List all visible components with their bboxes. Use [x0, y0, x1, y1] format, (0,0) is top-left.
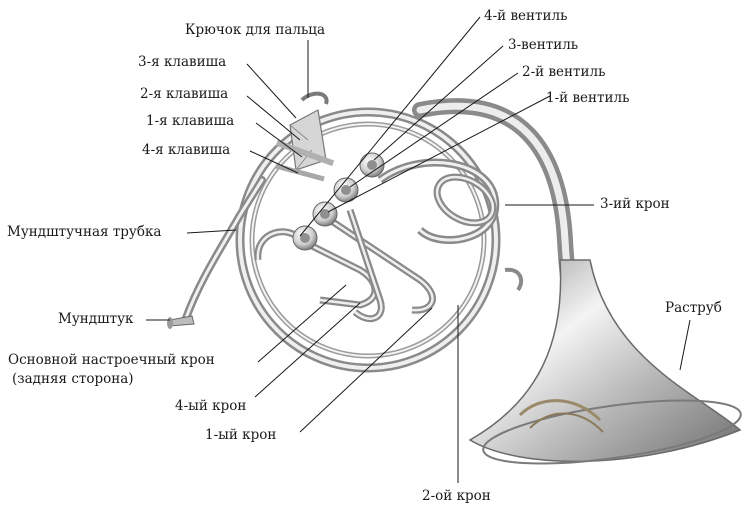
label-valve-3: 3-вентиль	[508, 37, 578, 53]
label-slide-1: 1-ый крон	[205, 427, 276, 443]
finger-hook	[302, 94, 327, 104]
label-valve-1: 1-й вентиль	[546, 90, 629, 106]
label-valve-4: 4-й вентиль	[484, 8, 567, 24]
label-bell: Раструб	[665, 300, 722, 316]
label-key-1: 1-я клавиша	[146, 113, 234, 129]
label-main-slide-line2: (задняя сторона)	[12, 371, 134, 387]
label-mouthpiece: Мундштук	[58, 311, 133, 327]
valve-4	[360, 153, 384, 177]
mouthpiece	[170, 316, 194, 326]
label-valve-2: 2-й вентиль	[522, 64, 605, 80]
label-slide-3: 3-ий крон	[600, 196, 670, 212]
bell-flare	[470, 260, 740, 461]
label-key-4: 4-я клавиша	[142, 142, 230, 158]
label-leadpipe: Мундштучная трубка	[7, 224, 162, 240]
label-main-slide-line1: Основной настроечный крон	[8, 352, 215, 368]
label-key-2: 2-я клавиша	[140, 86, 228, 102]
label-finger-hook: Крючок для пальца	[185, 22, 325, 38]
label-slide-2: 2-ой крон	[422, 488, 491, 504]
label-slide-4: 4-ый крон	[175, 398, 246, 414]
label-key-3: 3-я клавиша	[138, 54, 226, 70]
